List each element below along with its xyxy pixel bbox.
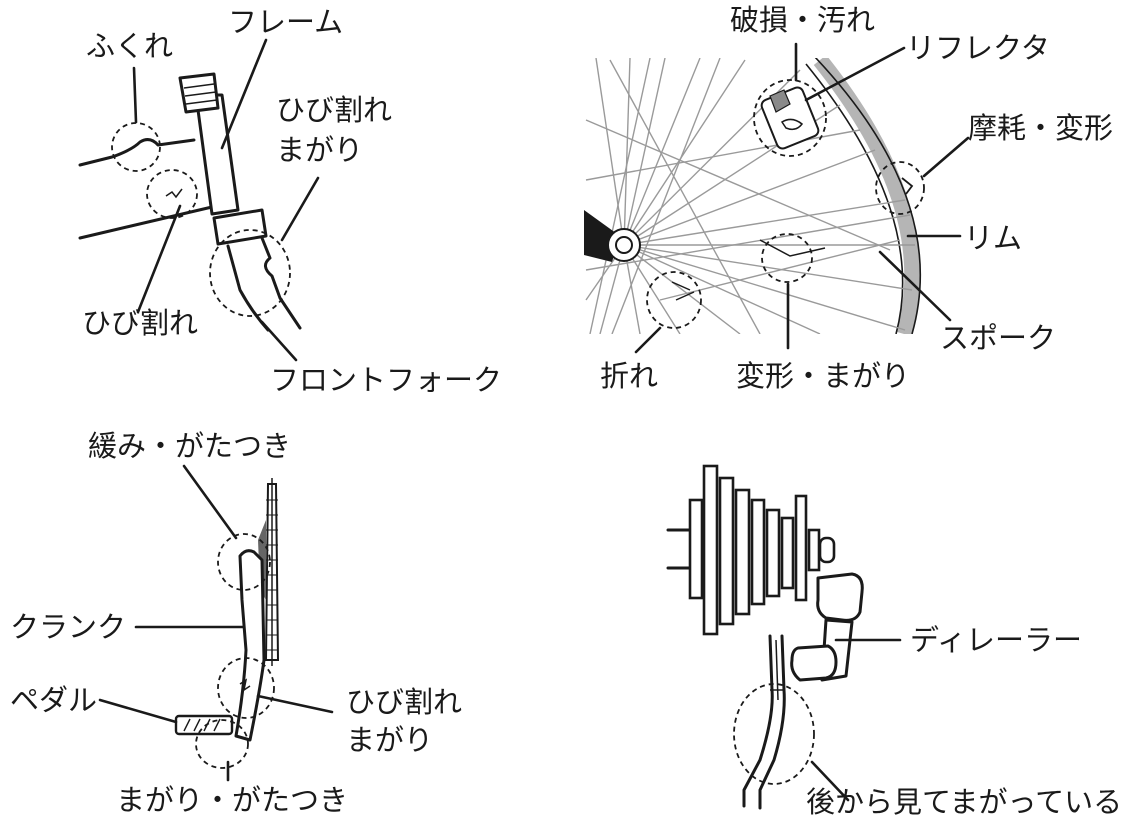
- cassette: [702, 464, 836, 636]
- deform-bend-label: 変形・まがり: [736, 359, 910, 393]
- crack-circle: [146, 169, 198, 219]
- broken-label: 折れ: [600, 359, 658, 393]
- derailleur-panel: ディレーラー 後から見てまがっている: [666, 464, 1122, 819]
- loose-rattle-label: 緩み・がたつき: [88, 429, 291, 463]
- bend-label-1: まがり: [276, 133, 363, 167]
- crack-label-1: ひび割れ: [276, 93, 392, 127]
- bend-rattle-label: まがり・がたつき: [116, 783, 348, 817]
- wheel-panel: 破損・汚れ リフレクタ 摩耗・変形 リム スポーク 折れ 変形・まがり: [584, 3, 1113, 393]
- crank-panel: 緩み・がたつき クランク ペダル ひび割れ まがり まがり・がたつき: [10, 429, 462, 817]
- reflector: [760, 86, 820, 150]
- pedal-label: ペダル: [10, 683, 97, 717]
- crank-crack-circle: [217, 657, 275, 719]
- fork-crack-bend-circle: [209, 229, 291, 317]
- head-tube: [194, 93, 240, 216]
- rim-wear-circle: [875, 161, 925, 215]
- pedal: [174, 714, 234, 736]
- bent-from-rear-label: 後から見てまがっている: [806, 785, 1122, 819]
- derailleur-upper-body: [816, 572, 864, 622]
- pedal-bend-circle: [195, 719, 249, 769]
- damage-dirt-label: 破損・汚れ: [730, 3, 875, 37]
- bulge-label: ふくれ: [86, 29, 173, 63]
- front-fork-label: フロントフォーク: [270, 363, 502, 397]
- frame-label: フレーム: [228, 5, 343, 39]
- bent-cage-circle: [733, 683, 815, 785]
- loose-rattle-circle: [217, 533, 271, 591]
- spokes: [585, 58, 915, 334]
- crank-drawing: [98, 464, 334, 782]
- crank-arm: [234, 549, 266, 742]
- spoke-label: スポーク: [940, 321, 1056, 355]
- crack-label-3: ひび割れ: [346, 685, 462, 719]
- derailleur-knuckle: [790, 644, 838, 682]
- crack-label-2: ひび割れ: [82, 306, 198, 340]
- frame-drawing: [78, 38, 320, 362]
- wheel-drawing: [584, 58, 922, 334]
- derailleur-drawing: [666, 464, 902, 810]
- wear-deform-label: 摩耗・変形: [968, 111, 1113, 145]
- derailleur-label: ディレーラー: [910, 623, 1082, 657]
- spoke-broken-circle: [646, 271, 702, 329]
- bend-label-3: まがり: [346, 723, 433, 757]
- fork-crown: [212, 208, 268, 246]
- crank-label: クランク: [10, 610, 126, 644]
- frame-panel: ふくれ フレーム ひび割れ まがり ひび割れ フロントフォーク: [78, 5, 502, 397]
- rim-label: リム: [964, 221, 1022, 255]
- reflector-damage-circle: [753, 79, 827, 157]
- spoke-deform-circle: [761, 233, 813, 283]
- head-top-cap: [178, 72, 220, 114]
- reflector-label: リフレクタ: [906, 31, 1050, 65]
